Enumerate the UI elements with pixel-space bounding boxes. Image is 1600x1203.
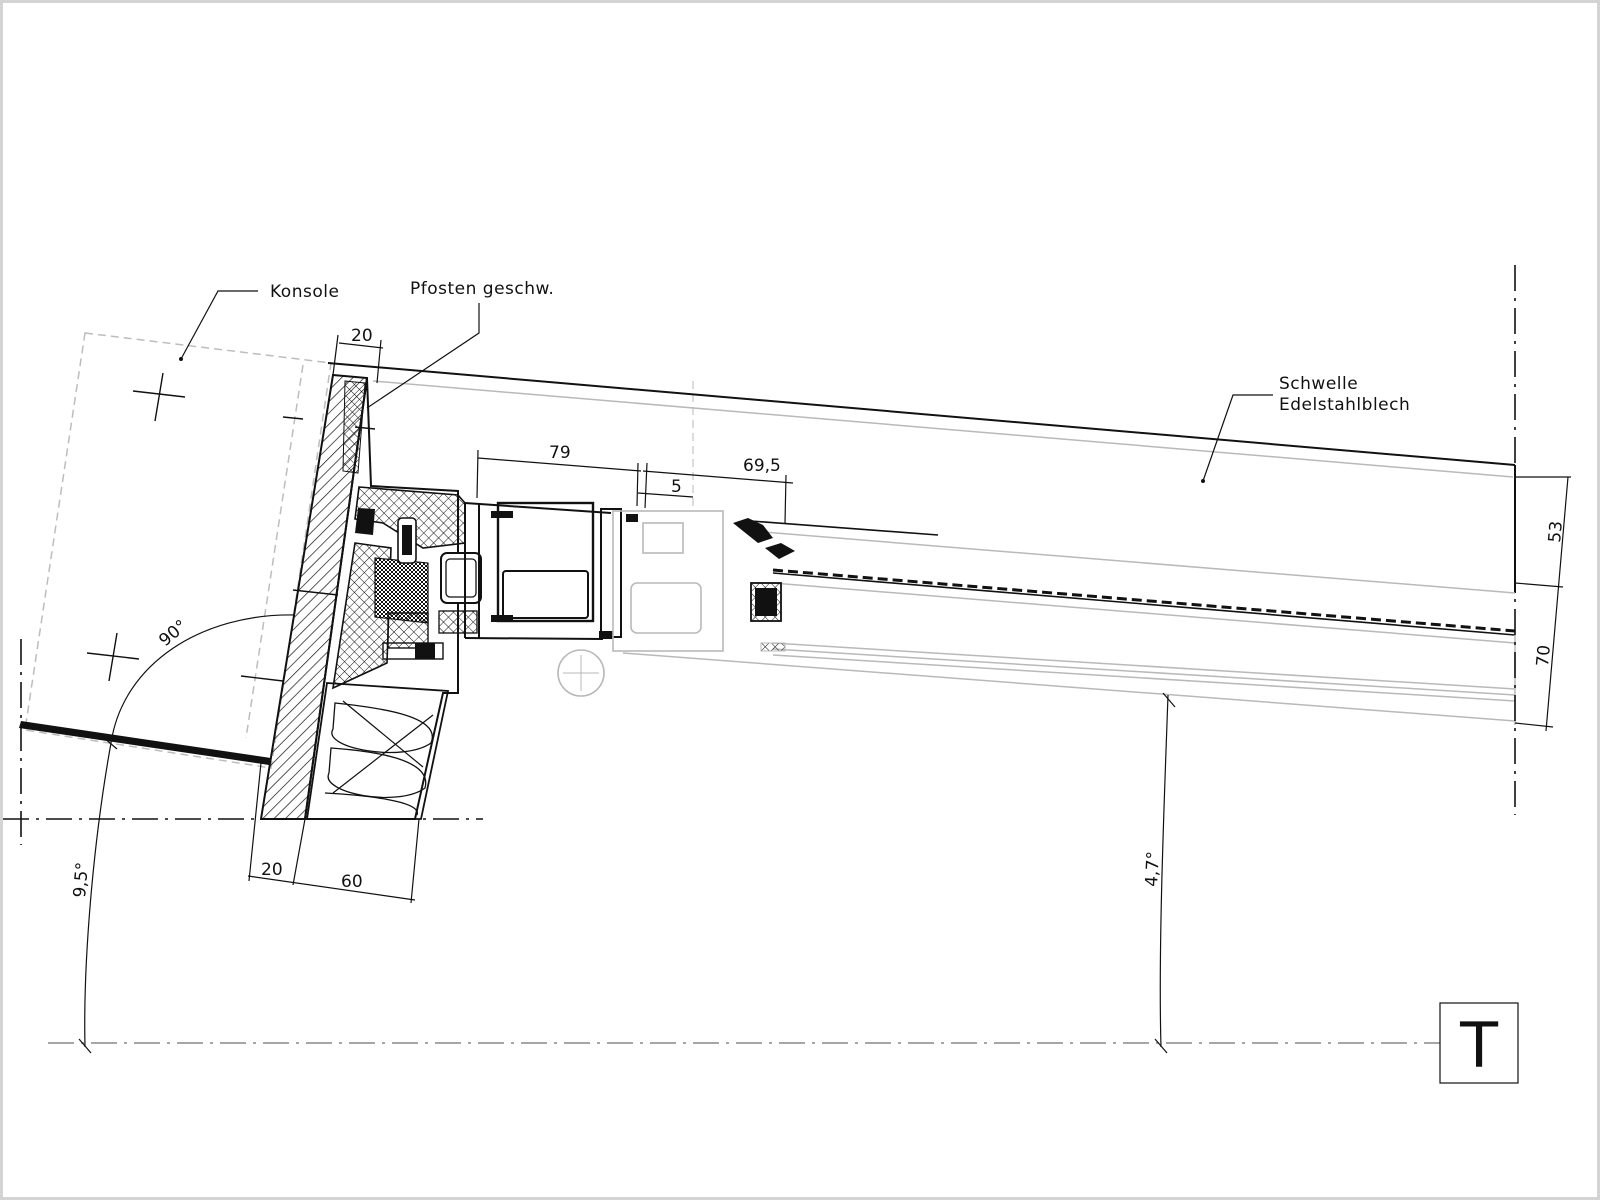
dim-53: 53 xyxy=(1545,520,1567,543)
axis-lines xyxy=(3,265,1516,1044)
dim-20-top: 20 xyxy=(351,326,373,346)
crosshair-markers xyxy=(86,372,376,682)
dim-5: 5 xyxy=(671,477,682,497)
dim-20-bottom: 20 xyxy=(261,860,283,880)
pfosten-label: Pfosten geschw. xyxy=(410,279,554,299)
schwelle-label: Schwelle xyxy=(1279,374,1358,394)
dim-60: 60 xyxy=(341,872,363,892)
edelstahlblech-label: Edelstahlblech xyxy=(1279,395,1410,415)
dim-angle-90: 90° xyxy=(155,616,191,651)
section-detail-drawing: Konsole Pfosten geschw. Schwelle Edelsta… xyxy=(3,265,1571,1084)
title-block: T xyxy=(1439,1002,1519,1084)
dim-70: 70 xyxy=(1533,644,1555,667)
dim-angle-4-7: 4,7° xyxy=(1142,851,1164,888)
title-block-letter: T xyxy=(1459,1009,1499,1082)
dimension-lines xyxy=(78,334,1571,1054)
konsole-label: Konsole xyxy=(270,282,339,302)
mullion-profile xyxy=(331,486,795,697)
dim-69-5: 69,5 xyxy=(743,456,781,476)
dim-angle-9-5: 9,5° xyxy=(70,861,93,898)
wall-insulation-layer xyxy=(303,377,459,820)
threshold-plate xyxy=(327,362,1516,593)
base-plate xyxy=(19,721,271,765)
dim-79: 79 xyxy=(549,443,571,463)
glass-pane xyxy=(622,530,1516,725)
leader-lines xyxy=(179,290,1273,483)
